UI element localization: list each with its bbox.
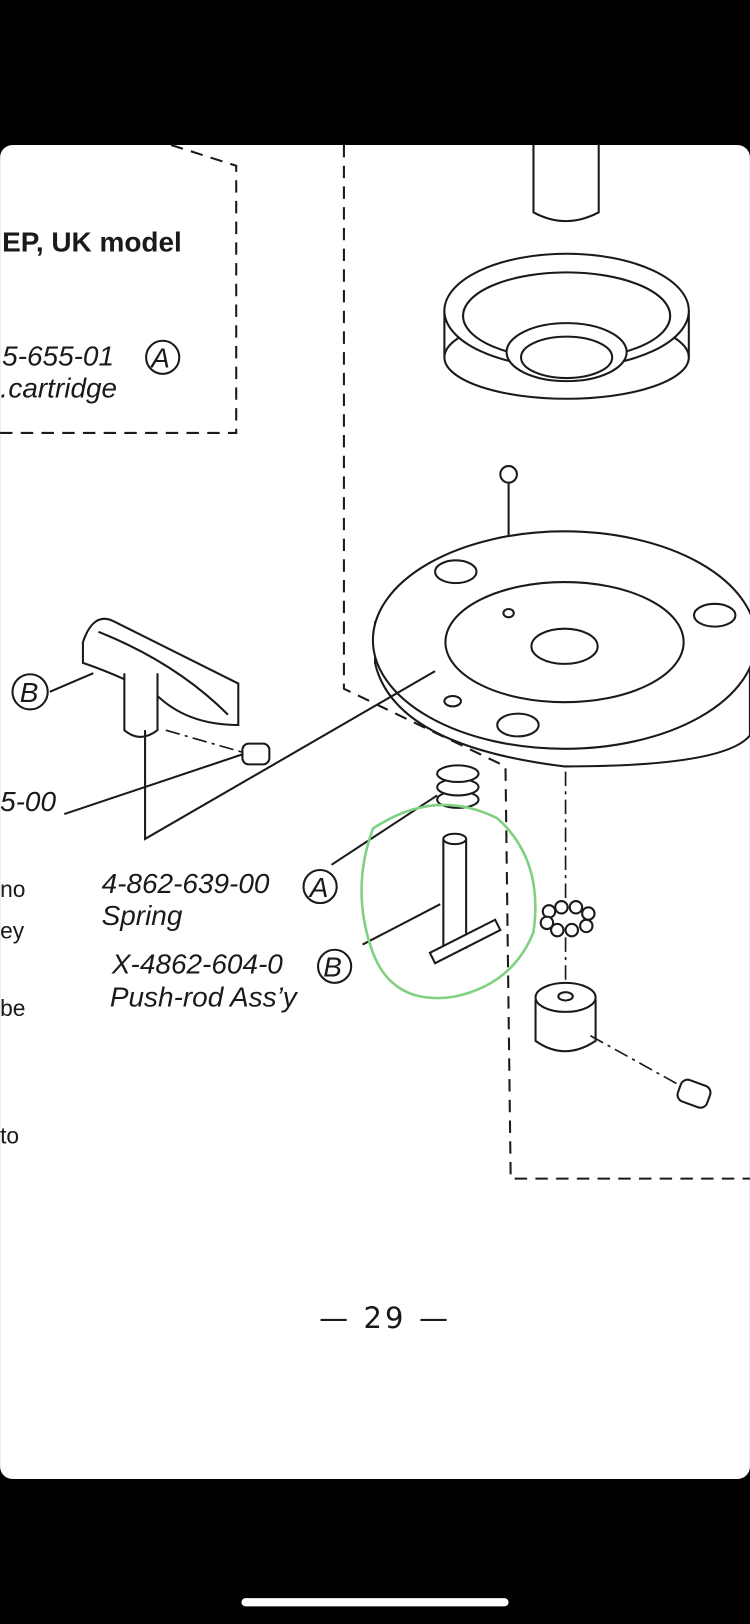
cartridge-part-number: 5-655-01	[2, 341, 114, 372]
home-indicator[interactable]	[241, 1598, 509, 1607]
set-screw-part	[676, 1078, 712, 1109]
arm-part: B	[11, 617, 436, 841]
ball-bearing-ring	[539, 900, 596, 938]
body-text-fragment: ey	[0, 917, 25, 943]
spindle-part	[532, 145, 600, 223]
screw-part-number: 5-00	[0, 786, 56, 817]
screw-part	[241, 742, 271, 766]
body-text-fragment: no	[0, 876, 25, 902]
spring-name: Spring	[102, 900, 183, 931]
body-text-fragment: to	[0, 1122, 19, 1148]
page-sheet	[0, 145, 750, 1479]
body-text-fragment: be	[0, 995, 25, 1021]
page-number: — 29 —	[319, 1301, 451, 1335]
push-rod-part-number: X-4862-604-0	[111, 949, 283, 980]
highlight-circle	[360, 803, 537, 1000]
model-label: EP, UK model	[2, 227, 182, 258]
spring-part	[436, 764, 480, 809]
bearing-housing-part	[534, 981, 597, 1053]
cartridge-name: cartridge	[8, 373, 117, 404]
spring-ref: A	[308, 872, 329, 903]
cartridge-ref: A	[149, 343, 170, 374]
push-rod-ref: B	[323, 952, 342, 983]
spring-part-number: 4-862-639-00	[102, 868, 270, 899]
model-info-box: EP, UK model 5-655-01 A . cartridge	[0, 144, 238, 434]
push-rod-name: Push-rod Ass’y	[110, 982, 299, 1013]
arm-ref: B	[20, 677, 39, 708]
push-rod-part	[428, 832, 502, 965]
platter-base-part	[371, 530, 750, 768]
bearing-cup-part	[443, 252, 690, 400]
svg-text:.: .	[0, 373, 8, 404]
